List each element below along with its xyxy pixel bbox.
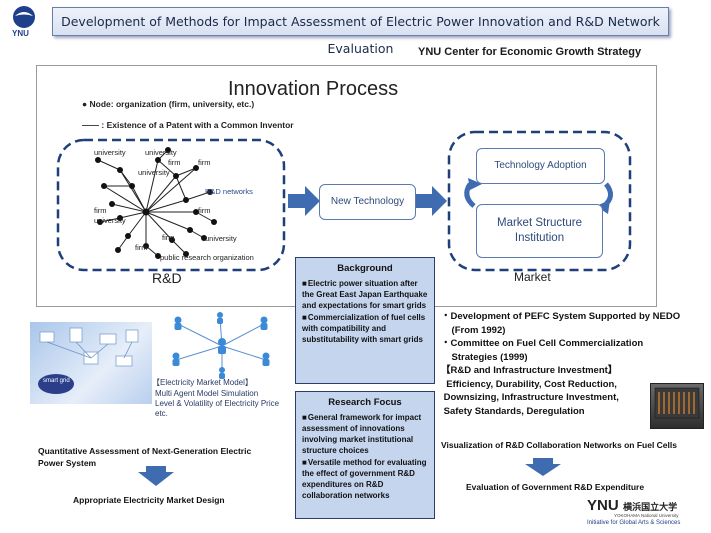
bullet-line-8: Safety Standards, Deregulation — [441, 405, 585, 417]
bullet-line-2: (From 1992) — [441, 324, 506, 336]
fuel-cell-bullets: ・Development of PEFC System Supported by… — [441, 310, 709, 418]
market-label: Market — [514, 270, 551, 284]
rd-label: R&D — [152, 270, 182, 286]
visualization-text: Visualization of R&D Collaboration Netwo… — [441, 440, 677, 450]
smart-grid-image: smart grid — [30, 322, 152, 404]
ynu-english-name: YOKOHAMA National University — [614, 513, 679, 518]
net-label-firm-2: firm — [198, 158, 211, 167]
net-label-firm-4: firm — [198, 206, 211, 215]
market-model-line-1: Multi Agent Model Simulation — [155, 389, 259, 398]
curved-arrow-left — [464, 182, 476, 208]
smart-grid-badge — [38, 374, 74, 394]
net-label-public-research: public research organization — [160, 253, 254, 262]
market-dashed-box — [447, 130, 632, 272]
svg-text:smart grid: smart grid — [43, 378, 70, 384]
net-label-firm-5: firm — [162, 233, 175, 242]
market-structure-box: Market Structure Institution — [476, 204, 603, 258]
legend-edge: —— : Existence of a Patent with a Common… — [82, 120, 294, 130]
ynu-logo: YNU — [6, 4, 42, 38]
bullet-line-7: Downsizing, Infrastructure Investment, — [441, 392, 619, 403]
net-label-rd-networks: R&D networks — [205, 187, 253, 196]
background-item-2: Commercialization of fuel cells with com… — [302, 312, 428, 345]
arrow-to-new-technology — [288, 186, 320, 216]
bullet-line-3: ・Committee on Fuel Cell Commercializatio… — [441, 338, 644, 349]
background-item-1: Electric power situation after the Great… — [302, 278, 428, 311]
bullet-line-4: Strategies (1999) — [441, 351, 528, 363]
rd-dashed-box — [56, 138, 286, 272]
technology-adoption-box: Technology Adoption — [476, 148, 605, 184]
rd-network-nodes — [95, 147, 217, 259]
net-label-university-3: university — [138, 168, 170, 177]
net-label-firm-6: firm — [135, 243, 148, 252]
arrow-to-market — [415, 186, 447, 216]
net-label-firm-3: firm — [94, 206, 107, 215]
research-focus-item-2: Versatile method for evaluating the effe… — [302, 457, 428, 501]
bullet-line-5: 【R&D and Infrastructure Investment】 — [441, 365, 618, 376]
net-label-university-1: university — [94, 148, 126, 157]
research-focus-item-1: General framework for impact assessment … — [302, 412, 428, 456]
arrow-to-design — [138, 466, 174, 486]
ynu-footer-logo: YNU 横浜国立大学 — [587, 497, 678, 514]
net-label-university-2: university — [145, 148, 177, 157]
fuel-cell-unit-image — [650, 383, 704, 429]
background-heading: Background — [337, 263, 393, 274]
ynu-initiative: Initiative for Global Arts & Sciences — [587, 520, 681, 526]
net-label-firm-1: firm — [168, 158, 181, 167]
svg-text:YNU: YNU — [12, 29, 29, 38]
center-name: YNU Center for Economic Growth Strategy — [418, 46, 642, 58]
market-model-line-3: etc. — [155, 409, 168, 418]
quantitative-assessment: Quantitative Assessment of Next-Generati… — [38, 446, 252, 468]
diagram-title: Innovation Process — [228, 78, 399, 100]
market-design: Appropriate Electricity Market Design — [73, 495, 225, 505]
research-focus-panel: Research Focus General framework for imp… — [295, 391, 435, 519]
page-title: Development of Methods for Impact Assess… — [52, 7, 669, 56]
legend-node: ● Node: organization (firm, university, … — [82, 99, 255, 109]
market-model-line-2: Level & Volatility of Electricity Price — [155, 399, 280, 408]
bullet-line-1: ・Development of PEFC System Supported by… — [441, 311, 681, 322]
evaluation-text: Evaluation of Government R&D Expenditure — [466, 482, 645, 492]
arrow-to-evaluation — [525, 458, 561, 476]
research-focus-heading: Research Focus — [328, 397, 402, 408]
market-model-heading: 【Electricity Market Model】 — [152, 378, 253, 387]
background-panel: Background Electric power situation afte… — [295, 257, 435, 384]
bullet-line-6: Efficiency, Durability, Cost Reduction, — [441, 378, 617, 390]
agent-network-image — [160, 312, 284, 382]
net-label-university-5: university — [205, 234, 237, 243]
net-label-university-4: university — [94, 216, 126, 225]
new-technology-box: New Technology — [319, 184, 416, 220]
